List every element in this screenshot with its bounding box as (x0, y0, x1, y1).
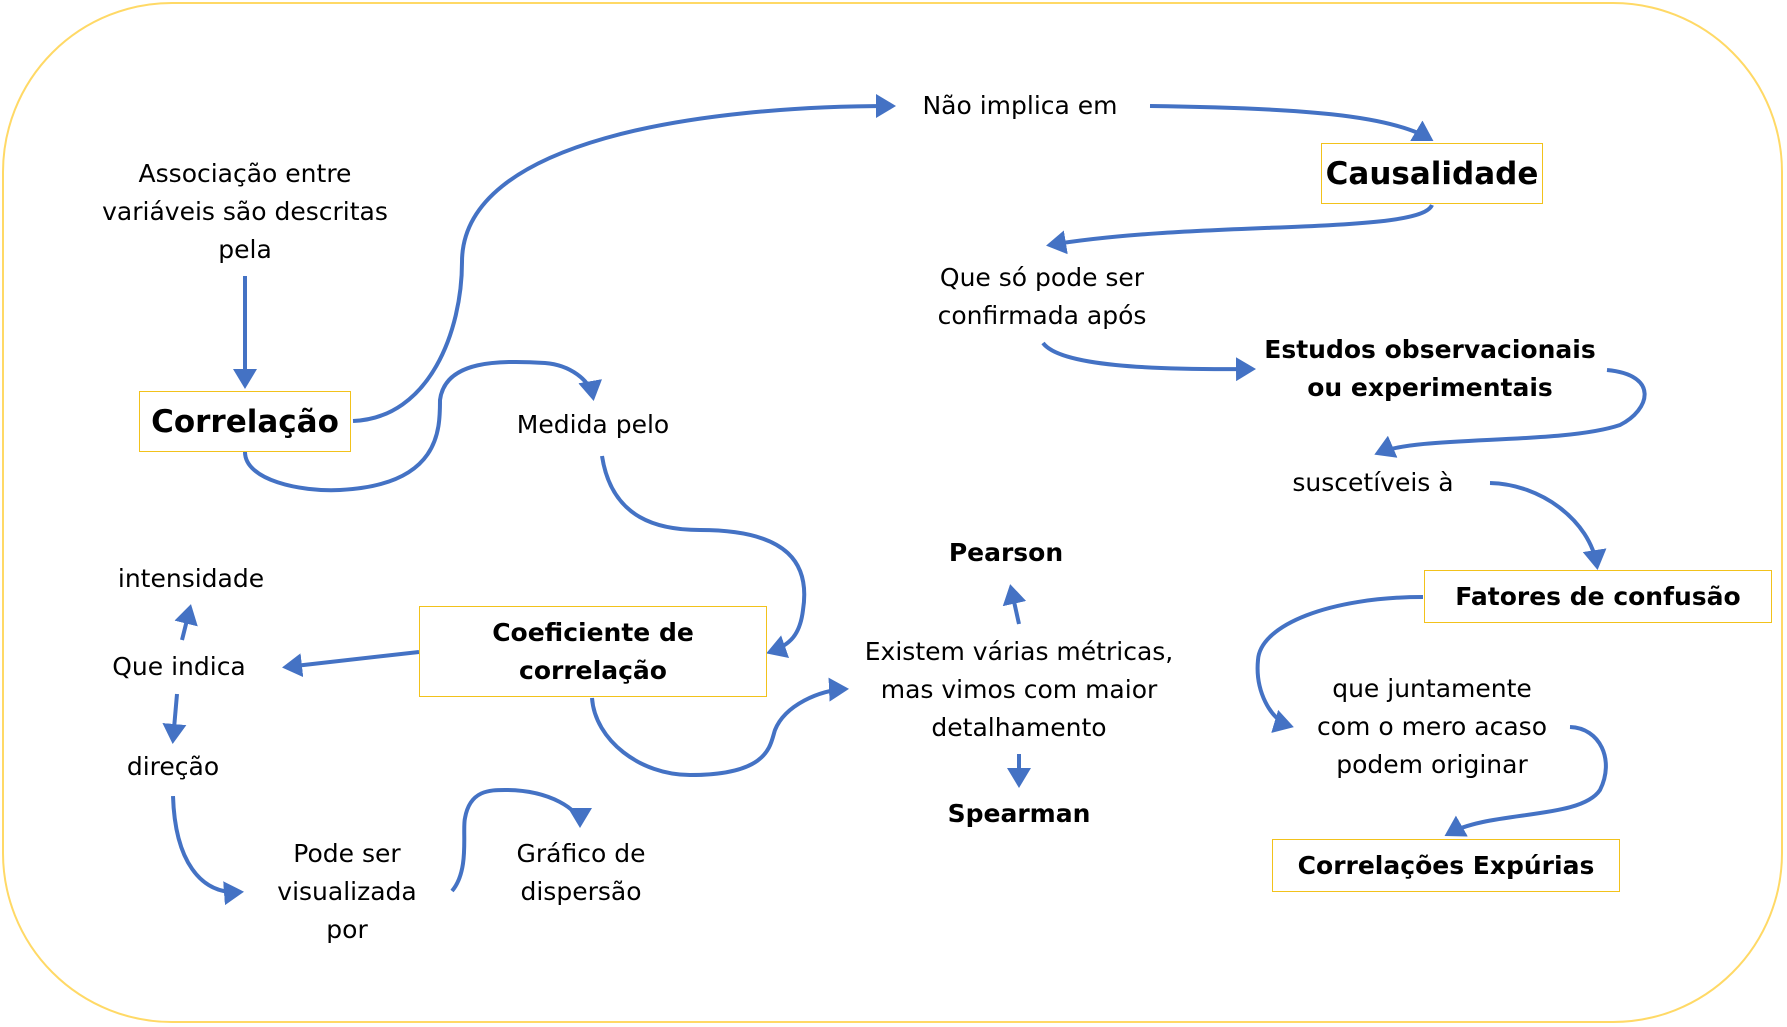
edge-correlacao-medida-pelo (243, 359, 603, 493)
node-fatores: Fatores de confusão (1424, 570, 1772, 623)
edge-suscetiveis-fatores (1489, 481, 1607, 570)
node-coeficiente: Coeficiente de correlação (419, 606, 767, 697)
edge-que-indica-intensidade (174, 604, 198, 641)
node-intensidade: intensidade (117, 564, 265, 593)
edge-causalidade-que-so-pode (1046, 203, 1434, 255)
node-associacao: Associação entre variáveis são descritas… (102, 159, 388, 264)
node-existem: Existem várias métricas, mas vimos com m… (864, 637, 1174, 742)
edge-pode-ser-grafico (450, 787, 592, 893)
node-correlacao: Correlação (139, 391, 351, 452)
node-que-so-pode: Que só pode ser confirmada após (937, 263, 1147, 330)
edge-medida-pelo-coeficiente (600, 455, 807, 659)
node-grafico: Gráfico de dispersão (516, 839, 646, 906)
edge-correlacao-nao-implica (352, 94, 896, 423)
edge-coeficiente-que-indica (282, 650, 420, 678)
node-nao-implica: Não implica em (922, 91, 1118, 120)
edge-que-indica-direcao (162, 693, 187, 744)
node-direcao: direção (126, 752, 220, 781)
node-medida-pelo: Medida pelo (516, 410, 670, 439)
node-suscetiveis: suscetíveis à (1292, 468, 1454, 497)
node-que-indica: Que indica (112, 652, 246, 681)
node-estudos: Estudos observacionais ou experimentais (1264, 335, 1596, 402)
edge-direcao-pode-ser (171, 795, 244, 906)
edge-existem-pearson (1002, 584, 1027, 625)
edge-coeficiente-existem (590, 677, 849, 778)
edge-que-so-pode-estudos (1041, 341, 1256, 382)
node-causalidade: Causalidade (1321, 143, 1543, 204)
node-pode-ser: Pode ser visualizada por (277, 839, 417, 944)
edge-nao-implica-causalidade (1149, 104, 1434, 142)
edge-que-juntamente-espurias (1444, 725, 1608, 837)
node-espurias: Correlações Expúrias (1272, 839, 1620, 892)
node-que-juntamente: que juntamente com o mero acaso podem or… (1317, 674, 1547, 779)
node-spearman: Spearman (947, 799, 1091, 828)
edge-estudos-suscetiveis (1374, 368, 1647, 458)
edge-fatores-que-juntamente (1255, 595, 1424, 733)
node-pearson: Pearson (948, 538, 1064, 567)
